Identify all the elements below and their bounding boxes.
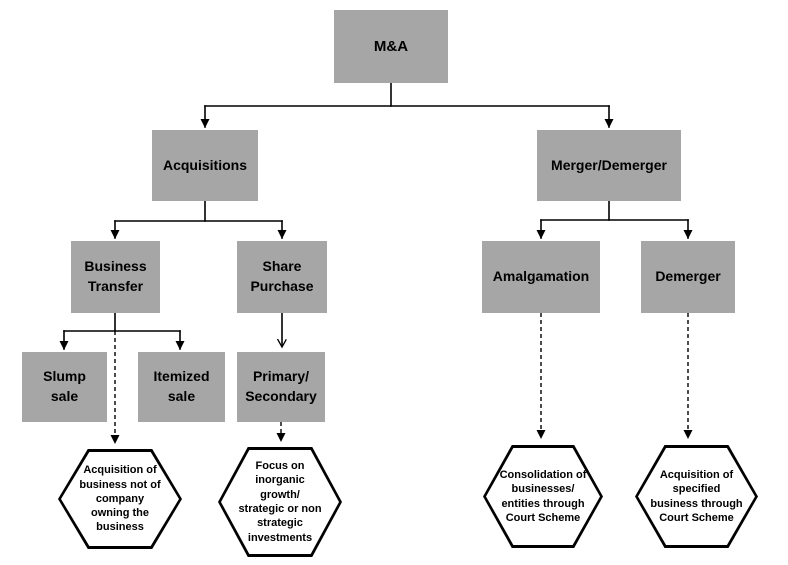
hexagon-share-purchase-note: Focus on inorganic growth/ strategic or …	[218, 447, 342, 557]
node-business-transfer: Business Transfer	[71, 241, 160, 313]
hexagon-fill: Focus on inorganic growth/ strategic or …	[221, 450, 339, 554]
node-demerger: Demerger	[641, 241, 735, 313]
node-amalgamation: Amalgamation	[482, 241, 600, 313]
hexagon-label: Acquisition of specified business throug…	[650, 468, 743, 524]
hexagon-business-transfer-note: Acquisition of business not of company o…	[58, 449, 182, 549]
node-merger-demerger: Merger/Demerger	[537, 130, 681, 201]
hexagon-label: Focus on inorganic growth/ strategic or …	[238, 460, 322, 544]
hexagon-fill: Acquisition of business not of company o…	[61, 452, 179, 546]
node-itemized-sale: Itemized sale	[138, 352, 225, 422]
hexagon-amalgamation-note: Consolidation of businesses/ entities th…	[483, 445, 603, 548]
hexagon-label: Acquisition of business not of company o…	[79, 464, 161, 534]
node-slump-sale: Slump sale	[22, 352, 107, 422]
hexagon-label: Consolidation of businesses/ entities th…	[499, 468, 587, 524]
node-acquisitions: Acquisitions	[152, 130, 258, 201]
node-primary-secondary: Primary/ Secondary	[237, 352, 325, 422]
hexagon-fill: Consolidation of businesses/ entities th…	[486, 448, 600, 545]
node-ma: M&A	[334, 10, 448, 83]
hexagon-demerger-note: Acquisition of specified business throug…	[635, 445, 758, 548]
node-share-purchase: Share Purchase	[237, 241, 327, 313]
hexagon-fill: Acquisition of specified business throug…	[638, 448, 755, 545]
